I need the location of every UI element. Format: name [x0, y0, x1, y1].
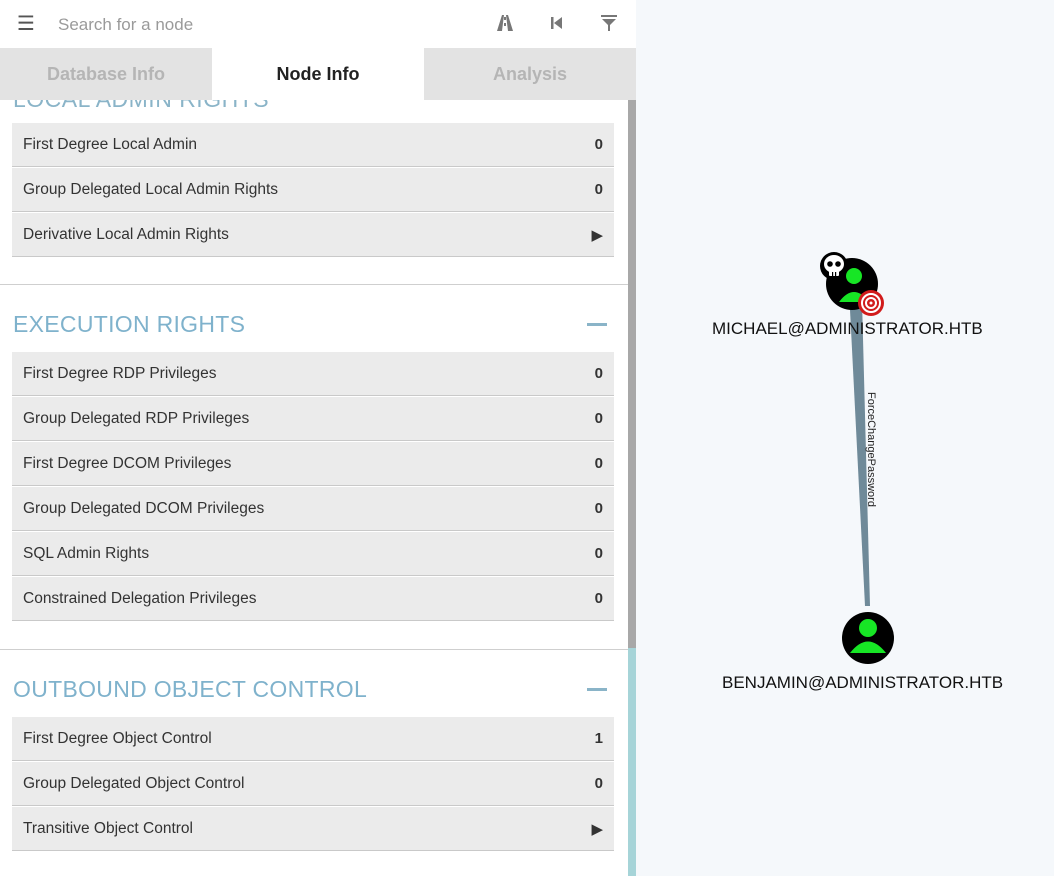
row-count: 0 [594, 365, 603, 382]
section-heading-outbound: OUTBOUND OBJECT CONTROL [13, 676, 368, 702]
edge-label: ForceChangePassword [865, 392, 877, 507]
skip-back-icon[interactable] [546, 12, 568, 34]
row-sql-admin[interactable]: SQL Admin Rights 0 [12, 532, 614, 576]
row-group-delegated-local-admin[interactable]: Group Delegated Local Admin Rights 0 [12, 168, 614, 212]
row-label: First Degree RDP Privileges [23, 365, 217, 382]
node-label-michael: MICHAEL@ADMINISTRATOR.HTB [712, 319, 983, 338]
row-count: 1 [594, 730, 603, 747]
row-label: Derivative Local Admin Rights [23, 226, 229, 243]
row-first-degree-local-admin[interactable]: First Degree Local Admin 0 [12, 123, 614, 167]
row-label: Group Delegated Local Admin Rights [23, 181, 279, 198]
node-label-benjamin: BENJAMIN@ADMINISTRATOR.HTB [722, 673, 1004, 692]
skull-icon [820, 252, 848, 280]
row-label: Group Delegated RDP Privileges [23, 410, 250, 427]
row-count: 0 [594, 500, 603, 517]
row-count: 0 [594, 455, 603, 472]
row-label: Transitive Object Control [23, 820, 193, 837]
tab-node-info[interactable]: Node Info [212, 48, 424, 100]
user-node-benjamin[interactable] [842, 612, 894, 664]
row-count: 0 [594, 590, 603, 607]
row-count: 0 [594, 410, 603, 427]
scrollbar-track[interactable] [628, 100, 636, 876]
row-group-delegated-rdp[interactable]: Group Delegated RDP Privileges 0 [12, 397, 614, 441]
search-bar: ☰ [0, 0, 636, 49]
play-icon[interactable]: ▶ [591, 821, 603, 838]
tab-bar: Database Info Node Info Analysis [0, 48, 636, 100]
scrollbar-thumb[interactable] [628, 648, 636, 876]
hamburger-icon[interactable]: ☰ [17, 13, 35, 35]
collapse-icon[interactable] [587, 323, 607, 326]
play-icon[interactable]: ▶ [591, 227, 603, 244]
side-panel: ☰ Database Info Node Info Analysis LOCAL… [0, 0, 636, 876]
section-heading-local-admin: LOCAL ADMIN RIGHTS [13, 100, 269, 113]
section-divider [0, 649, 628, 650]
row-transitive-object-control[interactable]: Transitive Object Control ▶ [12, 807, 614, 851]
row-label: Group Delegated Object Control [23, 775, 245, 792]
user-node-michael[interactable] [820, 252, 884, 316]
graph-edge[interactable] [849, 290, 870, 606]
row-count: 0 [594, 545, 603, 562]
row-label: Constrained Delegation Privileges [23, 590, 257, 607]
row-count: 0 [594, 775, 603, 792]
tab-database-info[interactable]: Database Info [0, 48, 212, 100]
search-input[interactable] [56, 10, 440, 40]
graph-svg: ForceChangePassword [820, 252, 894, 664]
row-group-delegated-dcom[interactable]: Group Delegated DCOM Privileges 0 [12, 487, 614, 531]
section-divider [0, 284, 628, 285]
row-first-degree-object-control[interactable]: First Degree Object Control 1 [12, 717, 614, 761]
row-count: 0 [594, 136, 603, 153]
tab-analysis[interactable]: Analysis [424, 48, 636, 100]
row-count: 0 [594, 181, 603, 198]
road-icon[interactable] [494, 12, 516, 34]
graph-canvas[interactable]: ForceChangePassword [636, 0, 1054, 876]
section-heading-execution: EXECUTION RIGHTS [13, 311, 246, 337]
collapse-icon[interactable] [587, 688, 607, 691]
row-label: Group Delegated DCOM Privileges [23, 500, 265, 517]
row-label: First Degree DCOM Privileges [23, 455, 232, 472]
row-derivative-local-admin[interactable]: Derivative Local Admin Rights ▶ [12, 213, 614, 257]
filter-icon[interactable] [598, 12, 620, 34]
row-first-degree-dcom[interactable]: First Degree DCOM Privileges 0 [12, 442, 614, 486]
row-first-degree-rdp[interactable]: First Degree RDP Privileges 0 [12, 352, 614, 396]
row-group-delegated-object-control[interactable]: Group Delegated Object Control 0 [12, 762, 614, 806]
row-label: First Degree Local Admin [23, 136, 198, 153]
node-info-content: LOCAL ADMIN RIGHTS First Degree Local Ad… [0, 100, 628, 876]
row-label: SQL Admin Rights [23, 545, 150, 562]
row-constrained-delegation[interactable]: Constrained Delegation Privileges 0 [12, 577, 614, 621]
row-label: First Degree Object Control [23, 730, 212, 747]
